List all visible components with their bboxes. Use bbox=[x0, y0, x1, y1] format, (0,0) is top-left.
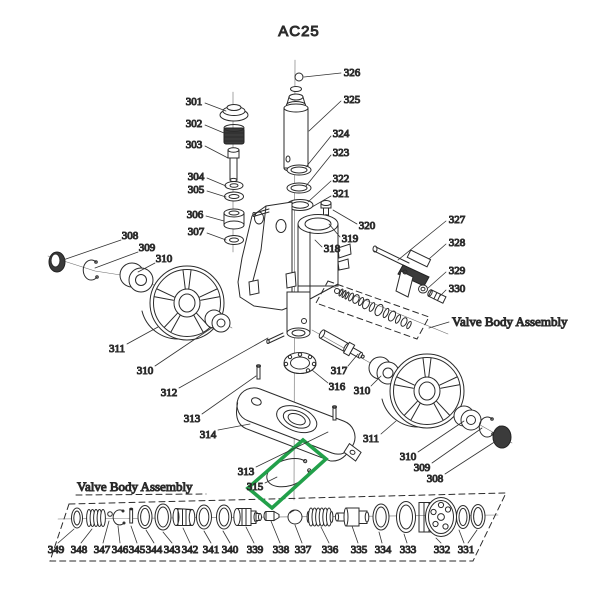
part-label-302: 302 bbox=[186, 118, 203, 130]
part-label-322: 322 bbox=[333, 173, 350, 185]
part-label-306: 306 bbox=[187, 209, 204, 221]
part-label-320: 320 bbox=[359, 220, 376, 232]
part-label-304: 304 bbox=[188, 171, 205, 183]
screw-320 bbox=[320, 200, 332, 218]
part-label-335: 335 bbox=[351, 544, 368, 556]
part-label-328: 328 bbox=[449, 237, 466, 249]
part-label-329: 329 bbox=[449, 265, 466, 277]
part-label-349: 349 bbox=[48, 544, 65, 556]
spring-302 bbox=[223, 124, 245, 145]
part-label-336: 336 bbox=[322, 544, 339, 556]
part-label-327: 327 bbox=[449, 214, 466, 226]
part-label-324: 324 bbox=[333, 128, 350, 140]
bushing-306 bbox=[223, 208, 245, 230]
part-label-333: 333 bbox=[400, 544, 417, 556]
part-label-330: 330 bbox=[449, 283, 466, 295]
part-label-341: 341 bbox=[203, 544, 220, 556]
plug-330 bbox=[427, 289, 447, 304]
part-label-337: 337 bbox=[295, 544, 312, 556]
part-label-344: 344 bbox=[146, 544, 163, 556]
circlip-309-left bbox=[82, 259, 98, 281]
valve-body-assembly-label-right: Valve Body Assembly bbox=[452, 314, 568, 329]
part-label-311: 311 bbox=[363, 433, 379, 445]
part-label-319: 319 bbox=[342, 233, 359, 245]
part-label-340: 340 bbox=[222, 544, 239, 556]
ball-347 bbox=[107, 511, 113, 517]
piston-assembly bbox=[283, 72, 332, 225]
release-lever-327-330 bbox=[372, 245, 447, 304]
part-label-326: 326 bbox=[344, 67, 361, 79]
part-label-308: 308 bbox=[122, 230, 139, 242]
page-title: AC25 bbox=[278, 23, 320, 40]
part-label-312: 312 bbox=[161, 387, 178, 399]
pin-345 bbox=[129, 508, 134, 524]
part-label-309: 309 bbox=[414, 462, 431, 474]
part-label-338: 338 bbox=[273, 544, 290, 556]
part-label-307: 307 bbox=[188, 226, 205, 238]
bearing-310-left-inner bbox=[204, 309, 231, 333]
part-label-323: 323 bbox=[333, 147, 350, 159]
part-label-339: 339 bbox=[247, 544, 264, 556]
part-label-310: 310 bbox=[400, 451, 417, 463]
ball-337 bbox=[287, 509, 303, 525]
fitting-338 bbox=[263, 510, 280, 522]
valve-chain-diagonal bbox=[315, 280, 450, 340]
rod-303 bbox=[227, 147, 240, 183]
part-label-318: 318 bbox=[324, 243, 341, 255]
pin-312 bbox=[266, 332, 285, 344]
circlip-309-right bbox=[478, 416, 494, 438]
part-label-308: 308 bbox=[427, 473, 444, 485]
valve-body-strip bbox=[49, 492, 507, 562]
part-label-314: 314 bbox=[200, 429, 217, 441]
part-label-321: 321 bbox=[333, 188, 350, 200]
part-label-313: 313 bbox=[238, 466, 255, 478]
part-label-303: 303 bbox=[186, 139, 203, 151]
valve-body-assembly-label-bottom: Valve Body Assembly bbox=[77, 479, 193, 494]
stem-335 bbox=[334, 507, 370, 527]
part-label-309: 309 bbox=[139, 242, 156, 254]
axle-base-assembly bbox=[236, 329, 365, 488]
cap-332 bbox=[418, 497, 457, 537]
part-label-342: 342 bbox=[182, 544, 199, 556]
part-label-334: 334 bbox=[375, 544, 392, 556]
right-wheel-assembly bbox=[368, 353, 512, 449]
part-label-332: 332 bbox=[434, 544, 451, 556]
part-label-310: 310 bbox=[354, 385, 371, 397]
part-label-331: 331 bbox=[458, 544, 475, 556]
part-label-316: 316 bbox=[329, 381, 346, 393]
part-label-346: 346 bbox=[112, 544, 129, 556]
bearing-310-left bbox=[119, 262, 154, 293]
spring-336 bbox=[306, 507, 334, 527]
part-label-305: 305 bbox=[188, 184, 205, 196]
cap-308-right bbox=[492, 425, 512, 449]
flange-316 bbox=[283, 352, 317, 375]
left-wheel-assembly bbox=[48, 251, 231, 341]
clip-346 bbox=[112, 509, 125, 526]
highlight-box-green bbox=[245, 437, 329, 511]
plug-342 bbox=[172, 507, 196, 526]
part-label-325: 325 bbox=[344, 94, 361, 106]
axle-317 bbox=[318, 329, 365, 359]
part-label-317: 317 bbox=[331, 365, 348, 377]
pump-body-318 bbox=[237, 201, 352, 344]
part-label-343: 343 bbox=[164, 544, 181, 556]
ball-326 bbox=[294, 72, 304, 82]
part-label-311: 311 bbox=[109, 343, 125, 355]
part-label-347: 347 bbox=[94, 544, 111, 556]
part-label-310: 310 bbox=[156, 253, 173, 265]
part-label-348: 348 bbox=[71, 544, 88, 556]
part-label-301: 301 bbox=[186, 96, 203, 108]
plunger-parts-301-307 bbox=[219, 104, 249, 245]
snap-ring-315 bbox=[266, 458, 312, 488]
part-label-345: 345 bbox=[129, 544, 146, 556]
fitting-339 bbox=[233, 508, 262, 526]
spring-348 bbox=[86, 509, 106, 527]
bearing-310-right bbox=[453, 405, 482, 431]
part-label-315: 315 bbox=[247, 481, 264, 493]
part-label-313: 313 bbox=[184, 413, 201, 425]
part-label-310: 310 bbox=[137, 365, 154, 377]
base-plate-314 bbox=[236, 364, 362, 462]
